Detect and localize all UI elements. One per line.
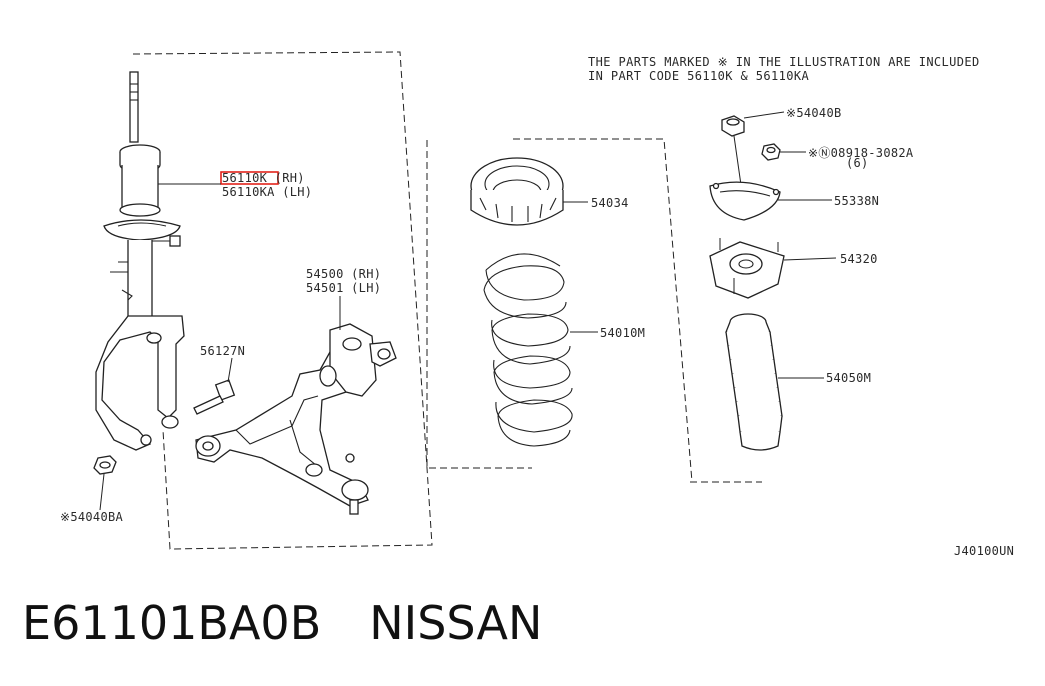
label-boot: 54050M bbox=[826, 371, 871, 385]
note-line-1: THE PARTS MARKED ※ IN THE ILLUSTRATION A… bbox=[588, 55, 980, 69]
label-nut-bottom: ※54040BA bbox=[60, 510, 124, 524]
nut-54040ba bbox=[93, 455, 117, 511]
label-strut-lh: 56110KA (LH) bbox=[222, 185, 312, 199]
label-strut-rh: 56110K (RH) bbox=[222, 171, 305, 185]
assembly-boundary bbox=[132, 51, 762, 550]
plate-55338n bbox=[709, 181, 832, 221]
label-seat: 54034 bbox=[591, 196, 629, 210]
brand-name: NISSAN bbox=[369, 596, 543, 650]
bump-boot-54050m bbox=[725, 313, 824, 451]
note-line-2: IN PART CODE 56110K & 56110KA bbox=[588, 69, 809, 83]
nut-08918-3082a bbox=[761, 143, 806, 161]
label-plate: 55338N bbox=[834, 194, 879, 208]
spring-seat-54034 bbox=[470, 157, 588, 226]
diagram-code: J40100UN bbox=[954, 544, 1014, 558]
label-mount: 54320 bbox=[840, 252, 878, 266]
label-bolt: 56127N bbox=[200, 344, 245, 358]
coil-spring-54010m bbox=[483, 253, 598, 447]
footer-caption: E61101BA0B NISSAN bbox=[22, 596, 542, 660]
label-arm-lh: 54501 (LH) bbox=[306, 281, 381, 295]
bolt-56127n bbox=[193, 357, 236, 415]
label-arm-rh: 54500 (RH) bbox=[306, 267, 381, 281]
label-spring: 54010M bbox=[600, 326, 645, 340]
label-nut-n: ※Ⓝ08918-3082A bbox=[808, 146, 914, 160]
nut-54040b bbox=[721, 111, 785, 207]
part-number: E61101BA0B bbox=[22, 596, 322, 650]
lower-arm-assembly bbox=[195, 296, 397, 515]
strut-assembly bbox=[95, 71, 185, 451]
label-nut-n-qty: (6) bbox=[846, 156, 869, 170]
label-nut-top: ※54040B bbox=[786, 106, 842, 120]
mount-54320 bbox=[709, 238, 837, 299]
highlight-box bbox=[220, 171, 279, 185]
